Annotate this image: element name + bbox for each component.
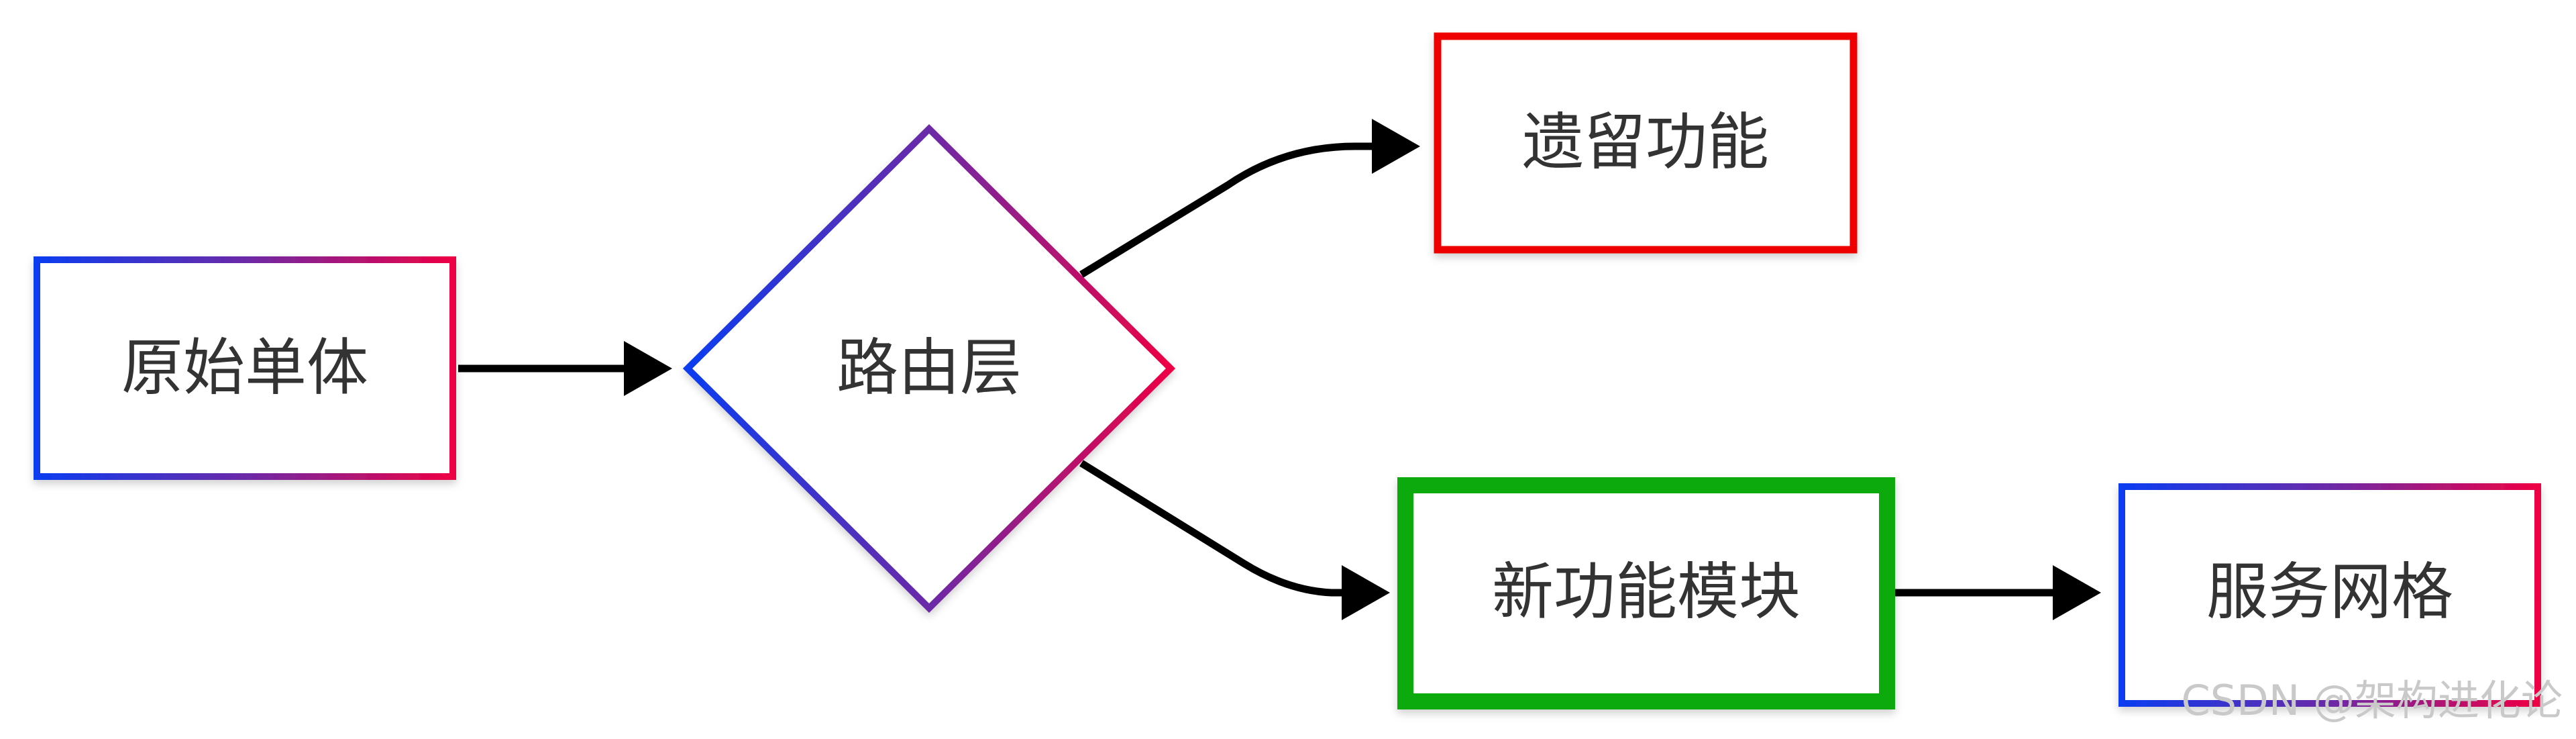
node-service-mesh: 服务网格 [2118,483,2541,707]
connectors [458,142,2053,597]
node-new-module: 新功能模块 [1397,477,1895,709]
watermark: CSDN @架构进化论 [2182,676,2563,725]
node-legacy: 遗留功能 [1434,32,1858,254]
edge-router-to-legacy [1079,142,1375,278]
arrowheads [624,119,2101,620]
node-router-label: 路由层 [837,332,1022,404]
edge-router-to-new-module [1079,460,1352,597]
node-router: 路由层 [682,124,1176,613]
node-legacy-label: 遗留功能 [1522,107,1769,179]
arrowhead-icon [2053,565,2101,620]
node-service-mesh-label: 服务网格 [2206,556,2453,628]
arrowhead-icon [1342,565,1390,620]
arrowhead-icon [1372,119,1420,174]
node-new-module-label: 新功能模块 [1492,556,1801,628]
node-monolith-label: 原始单体 [121,332,368,404]
arrowhead-icon [624,341,672,396]
node-monolith: 原始单体 [34,256,456,480]
